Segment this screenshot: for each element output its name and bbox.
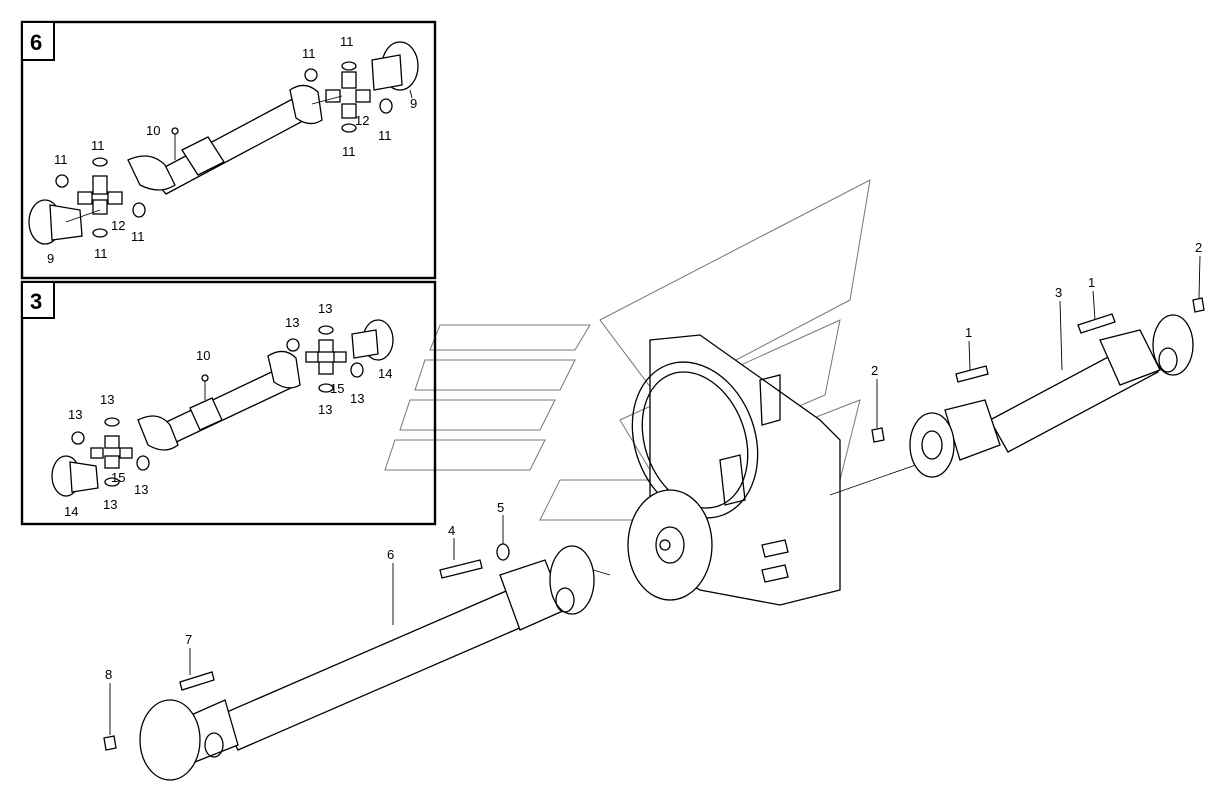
callout-2: 2	[1195, 240, 1202, 255]
callout-13: 13	[350, 391, 364, 406]
callout-8: 8	[105, 667, 112, 682]
callout-11: 11	[342, 144, 356, 159]
callout-13: 13	[134, 482, 148, 497]
callout-6: 6	[387, 547, 394, 562]
callout-2: 2	[871, 363, 878, 378]
propshaft-3	[871, 255, 1205, 478]
callout-11: 11	[54, 152, 68, 167]
callout-11: 11	[94, 246, 108, 261]
callout-3: 3	[1055, 285, 1062, 300]
callout-13: 13	[318, 402, 332, 417]
callout-13: 13	[68, 407, 82, 422]
callout-7: 7	[185, 632, 192, 647]
callout-10: 10	[146, 123, 160, 138]
inset-6: 6	[20, 20, 437, 280]
callout-12: 12	[355, 113, 369, 128]
callout-11: 11	[378, 128, 392, 143]
inset-3: 3	[20, 280, 437, 526]
propshaft-6	[103, 515, 595, 781]
propshaft-3-callouts: 1 2 3 1 2	[871, 240, 1202, 378]
callout-11: 11	[131, 229, 145, 244]
gearbox-housing	[559, 334, 931, 606]
callout-9: 9	[47, 251, 54, 266]
callout-11: 11	[302, 46, 316, 61]
callout-13: 13	[285, 315, 299, 330]
callout-5: 5	[497, 500, 504, 515]
callout-13: 13	[100, 392, 114, 407]
callout-13: 13	[103, 497, 117, 512]
callout-4: 4	[448, 523, 455, 538]
callout-1: 1	[965, 325, 972, 340]
callout-13: 13	[318, 301, 332, 316]
callout-11: 11	[91, 138, 105, 153]
inset-6-callouts: 11 11 9 12 11 11 10 11 11 11 12 11 9	[47, 34, 417, 266]
callout-10: 10	[196, 348, 210, 363]
callout-9: 9	[410, 96, 417, 111]
callout-12: 12	[111, 218, 125, 233]
callout-1: 1	[1088, 275, 1095, 290]
callout-15: 15	[330, 381, 344, 396]
callout-14: 14	[378, 366, 392, 381]
callout-11: 11	[340, 34, 354, 49]
propshaft-6-callouts: 4 5 6 7 8	[105, 500, 504, 682]
inset-3-callouts: 13 13 13 10 15 13 14 13 13 13 13 15 14	[64, 301, 392, 519]
callout-14: 14	[64, 504, 78, 519]
callout-15: 15	[111, 470, 125, 485]
inset-3-number: 3	[30, 289, 42, 314]
inset-6-number: 6	[30, 30, 42, 55]
